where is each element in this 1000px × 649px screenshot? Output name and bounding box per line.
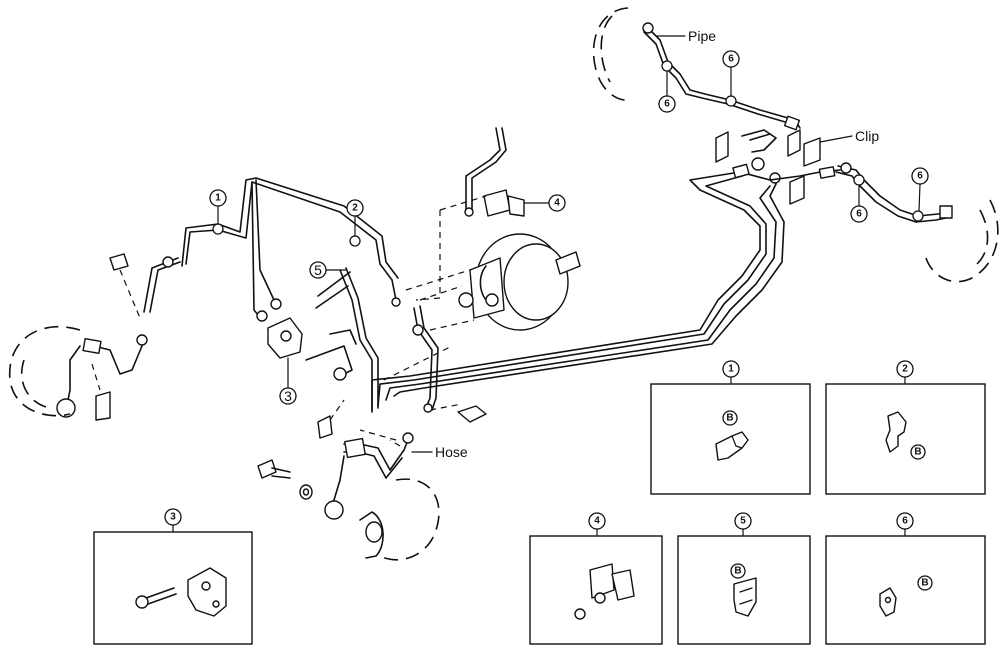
- proportioning-valve: [267, 317, 303, 359]
- hose-label: Hose: [435, 444, 468, 460]
- rear-pipe-upper: [642, 22, 801, 131]
- marker-6-top-left: 6: [658, 70, 676, 113]
- svg-text:1: 1: [215, 193, 221, 204]
- detail-box-4: 4: [529, 512, 663, 645]
- svg-text:2: 2: [902, 364, 908, 375]
- marker-2-main: 2: [346, 199, 364, 237]
- clip-label: Clip: [855, 128, 879, 144]
- svg-text:3: 3: [170, 512, 176, 523]
- marker-3-main: 3: [279, 357, 297, 405]
- hose-callout: Hose: [411, 444, 468, 460]
- marker-6-top-right: 6: [722, 50, 740, 97]
- pipe-label: Pipe: [688, 28, 716, 44]
- svg-text:6: 6: [917, 171, 923, 182]
- brake-booster: [458, 233, 581, 331]
- detail-box-6: 6 B: [825, 512, 986, 645]
- svg-text:6: 6: [856, 209, 862, 220]
- svg-text:6: 6: [728, 54, 734, 65]
- svg-text:3: 3: [284, 388, 292, 404]
- pipe-callout: Pipe: [656, 28, 716, 44]
- svg-text:6: 6: [664, 99, 670, 110]
- detail-box-1: 1 B: [650, 360, 811, 495]
- marker-4-main: 4: [523, 194, 566, 212]
- banjo-bolt: [257, 459, 313, 500]
- svg-text:6: 6: [902, 516, 908, 527]
- marker-6-right-upper: 6: [911, 167, 929, 212]
- svg-text:5: 5: [740, 516, 746, 527]
- svg-text:B: B: [726, 413, 733, 424]
- rear-wheel-top-dashed: [592, 7, 631, 101]
- main-brake-pipes: [371, 163, 841, 413]
- svg-text:B: B: [921, 578, 928, 589]
- detail-box-2: 2 B: [825, 360, 986, 495]
- front-left-hose: [56, 253, 181, 421]
- svg-text:4: 4: [554, 198, 560, 209]
- master-cylinder-pipes: [464, 127, 525, 217]
- marker-5-main: 5: [309, 261, 347, 279]
- connection-dashes: [329, 195, 487, 441]
- svg-text:B: B: [914, 447, 921, 458]
- svg-text:1: 1: [728, 364, 734, 375]
- left-front-pipes: [181, 177, 399, 322]
- svg-text:4: 4: [594, 516, 600, 527]
- detail-box-5: 5 B: [677, 512, 811, 645]
- center-pipes: [305, 267, 439, 413]
- front-right-wheel-dashed: [359, 478, 440, 561]
- svg-text:5: 5: [314, 262, 322, 278]
- detail-box-3: 3: [93, 508, 253, 645]
- marker-1-main: 1: [209, 189, 227, 225]
- front-left-wheel-dashed: [8, 325, 81, 417]
- clip-callout: Clip: [819, 128, 879, 144]
- rear-wheel-right-dashed: [925, 199, 999, 283]
- svg-text:2: 2: [352, 203, 358, 214]
- front-right-hose: [317, 405, 487, 520]
- marker-6-right-lower: 6: [850, 184, 868, 223]
- rear-pipe-right: [835, 162, 953, 223]
- svg-text:B: B: [734, 566, 741, 577]
- clip-group-right: [715, 129, 821, 205]
